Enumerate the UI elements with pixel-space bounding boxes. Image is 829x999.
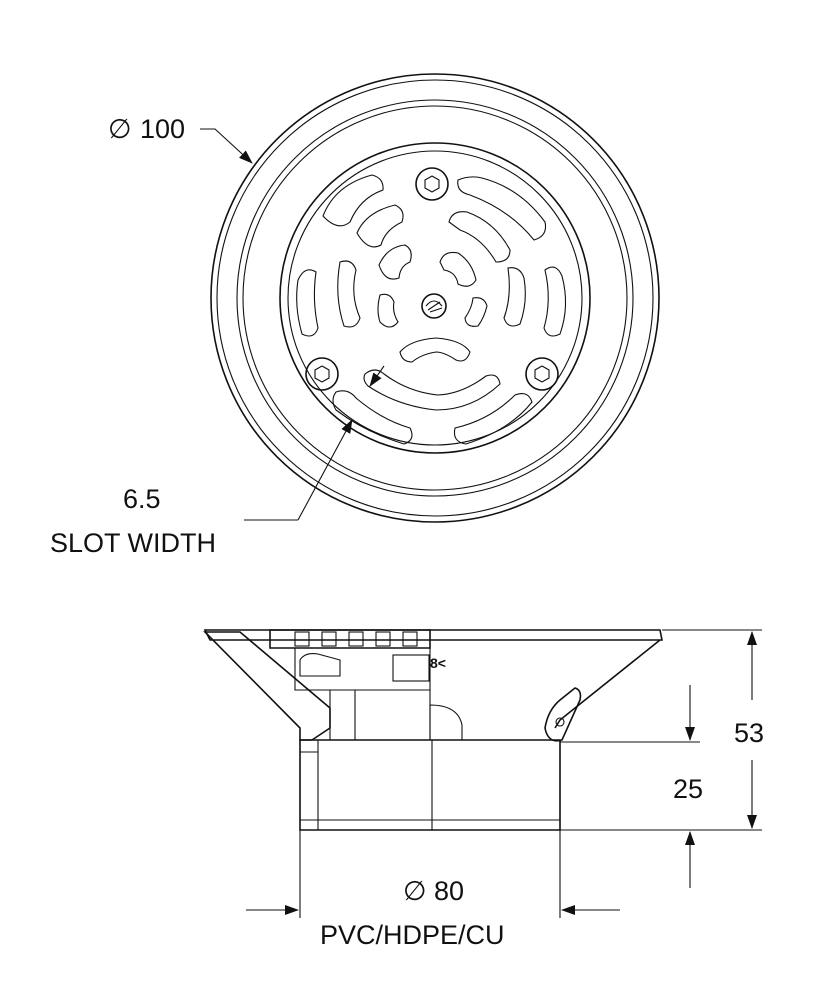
top-view-grate	[210, 73, 660, 523]
pipe-spigot	[299, 739, 561, 831]
diameter-symbol: ∅	[108, 114, 132, 144]
outer-rim-circle	[210, 73, 660, 523]
grate-section-hatched	[269, 629, 431, 649]
rim-step-circle	[236, 99, 634, 497]
pipe-diameter-label: 80	[434, 876, 464, 906]
pipe-material-label: PVC/HDPE/CU	[320, 920, 505, 950]
outer-diameter-label: 100	[140, 114, 185, 144]
grate-slots	[296, 174, 567, 445]
slot-width-value: 6.5	[123, 484, 161, 514]
rim-section-hatched	[203, 631, 331, 741]
height-total-dimension: 53	[560, 629, 764, 831]
diameter-symbol: ∅	[403, 876, 427, 906]
clip-tab	[544, 687, 582, 742]
flange-top	[203, 629, 663, 641]
height-lower-label: 25	[673, 774, 703, 804]
slot-width-dimension: 6.5 SLOT WIDTH	[50, 365, 385, 558]
height-lower-dimension: 25	[560, 685, 703, 888]
side-view-section: 8<	[203, 629, 663, 831]
grate-plate-inner-circle	[287, 150, 583, 446]
outer-rim-inner-circle	[216, 79, 654, 517]
brand-logo-icon	[421, 293, 447, 319]
small-mark-icon: 8<	[430, 655, 446, 671]
pipe-diameter-dimension: ∅ 80 PVC/HDPE/CU	[246, 830, 620, 950]
screw-icon	[415, 167, 449, 201]
height-total-label: 53	[734, 718, 764, 748]
screw-section	[299, 653, 341, 677]
slot-width-label: SLOT WIDTH	[50, 528, 216, 558]
screw-icon	[525, 357, 559, 391]
grate-plate-circle	[279, 142, 591, 454]
cone-right-line	[554, 639, 661, 729]
rim-step-inner-circle	[242, 105, 628, 491]
outer-diameter-dimension: ∅ 100	[108, 114, 253, 164]
screw-icon	[305, 357, 339, 391]
